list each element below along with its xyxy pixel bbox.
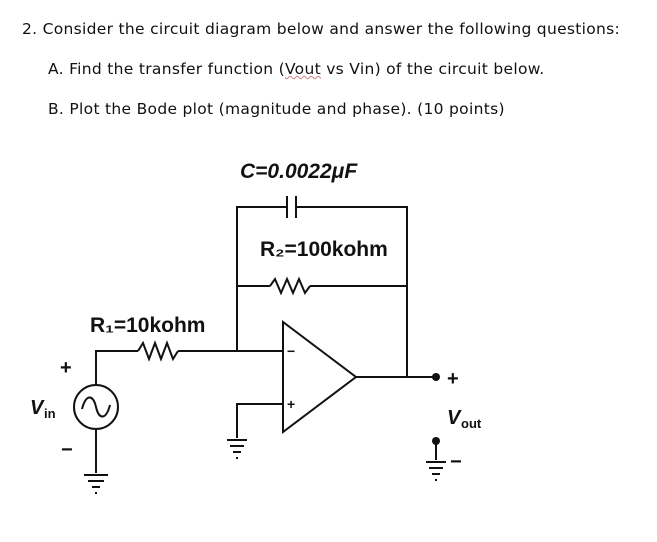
ground-icon-output — [426, 461, 446, 481]
question-text: Consider the circuit diagram below and a… — [42, 20, 621, 38]
part-b: B. Plot the Bode plot (magnitude and pha… — [48, 100, 505, 118]
part-a: A. Find the transfer function (Vout vs V… — [48, 60, 545, 78]
input-plus-sign: + — [60, 357, 72, 379]
question-number: 2. — [22, 20, 38, 38]
ground-symbols — [84, 439, 446, 494]
wire-cap-right-down — [296, 206, 408, 378]
output-minus-sign: − — [450, 451, 462, 473]
input-minus-sign: − — [61, 439, 73, 461]
capacitor-label: C=0.0022μF — [240, 160, 358, 183]
opamp-triangle — [282, 319, 358, 435]
output-plus-sign: + — [447, 368, 459, 390]
ac-wave-icon — [81, 396, 111, 418]
opamp-noninverting-sign: + — [287, 396, 295, 412]
part-a-marker: A. — [48, 60, 64, 78]
opamp-inverting-sign: − — [287, 343, 295, 359]
r2-label: R₂=100kohm — [260, 238, 388, 261]
vin-label-sub: in — [44, 406, 56, 421]
ac-source — [73, 384, 119, 430]
wire-source-to-r1 — [95, 350, 138, 385]
vin-label-main: V — [30, 397, 45, 419]
wire-noninverting-ground — [236, 403, 283, 438]
output-ground-dot — [432, 437, 440, 445]
part-a-text-before: Find the transfer function ( — [69, 60, 285, 78]
vout-label-sub: out — [461, 416, 482, 431]
ground-icon-source — [84, 474, 108, 494]
ground-icon-opamp — [227, 439, 247, 459]
r1-label: R₁=10kohm — [90, 314, 205, 337]
vout-label-main: V — [447, 407, 462, 429]
question-2: 2. Consider the circuit diagram below an… — [22, 20, 620, 38]
resistor-r2 — [269, 276, 311, 296]
wire-node-up — [236, 206, 280, 351]
part-a-text-after: vs Vin) of the circuit below. — [320, 60, 545, 78]
resistor-r1 — [137, 340, 179, 362]
part-b-text: Plot the Bode plot (magnitude and phase)… — [69, 100, 505, 118]
part-b-marker: B. — [48, 100, 65, 118]
part-a-vout: Vout — [284, 60, 321, 78]
circuit-wires — [95, 196, 437, 473]
output-terminal-dot — [432, 373, 440, 381]
